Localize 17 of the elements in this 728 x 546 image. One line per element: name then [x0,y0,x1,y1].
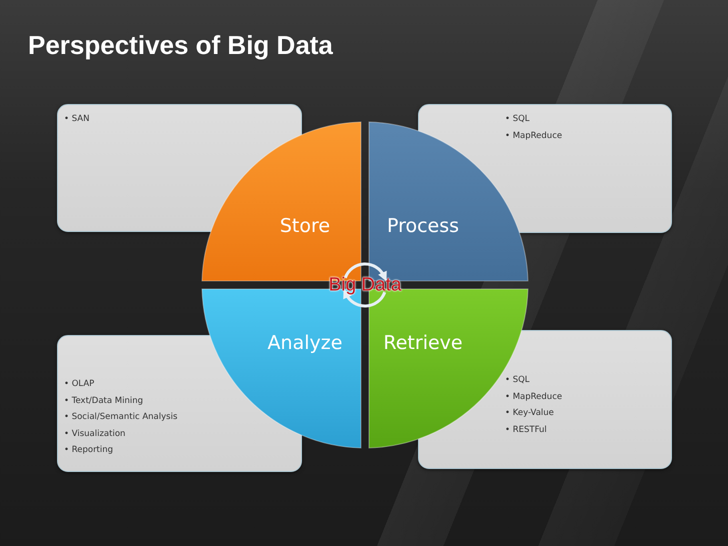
quadrant-label: Analyze [268,331,342,355]
bullet-item: • RESTFul [505,424,547,436]
bullet-item: • MapReduce [505,130,562,142]
bullet-item: • SQL [505,374,530,387]
bullet-item: • Social/Semantic Analysis [64,411,178,424]
quadrant-label: Retrieve [383,331,463,355]
bullet-item: • Key-Value [505,407,554,420]
bullet-item: • MapReduce [505,390,562,404]
bullet-item: • Reporting [64,444,114,457]
bullet-item: • Text/Data Mining [64,394,143,408]
bullet-item: • Visualization [64,428,126,440]
quadrant-label: Process [386,214,460,238]
bullet-item: • SQL [505,113,530,126]
quadrant-label: Store [280,214,330,238]
bullet-item: • OLAP [64,378,94,391]
slide-title: Perspectives of Big Data [28,29,333,61]
bullet-item: • SAN [64,113,90,126]
